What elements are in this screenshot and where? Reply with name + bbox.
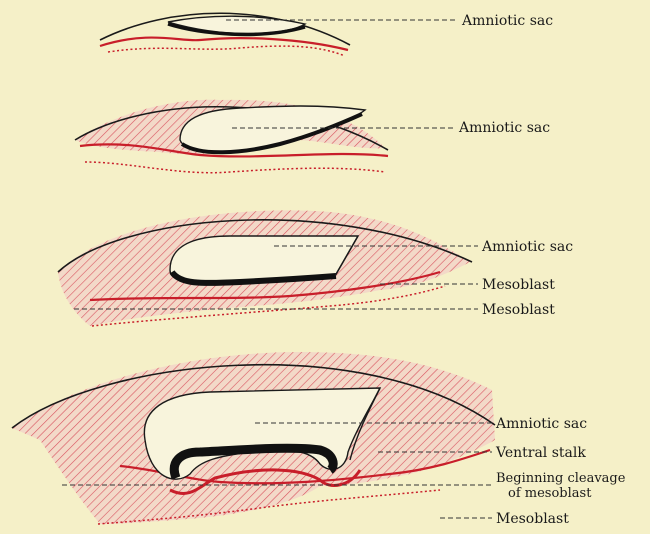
stage-4-cleavage-label-line-1: Beginning cleavage (496, 471, 626, 486)
stage-3-mesoblast-label-1: Mesoblast (482, 277, 555, 293)
stage-4-cleavage-label-line-2: of mesoblast (508, 486, 592, 501)
stage-1-dotted-layer (108, 46, 345, 56)
stage-3-mesoblast-label-2: Mesoblast (482, 302, 555, 318)
stage-4-mesoblast-label: Mesoblast (496, 511, 569, 527)
stage-2-amniotic-sac-label: Amniotic sac (458, 120, 550, 136)
stage-2-diagram: Amniotic sac (75, 100, 550, 173)
stage-4-diagram: Amniotic sac Ventral stalk Beginning cle… (12, 352, 626, 527)
stage-3-diagram: Amniotic sac Mesoblast Mesoblast (58, 210, 573, 326)
stage-1-diagram: Amniotic sac (100, 13, 553, 56)
stage-2-dotted-layer (85, 162, 385, 173)
stage-3-amniotic-sac-label: Amniotic sac (481, 239, 573, 255)
stage-4-amniotic-sac-label: Amniotic sac (495, 416, 587, 432)
stage-1-amniotic-sac-label: Amniotic sac (461, 13, 553, 29)
stage-4-ventral-stalk-label: Ventral stalk (495, 445, 586, 461)
